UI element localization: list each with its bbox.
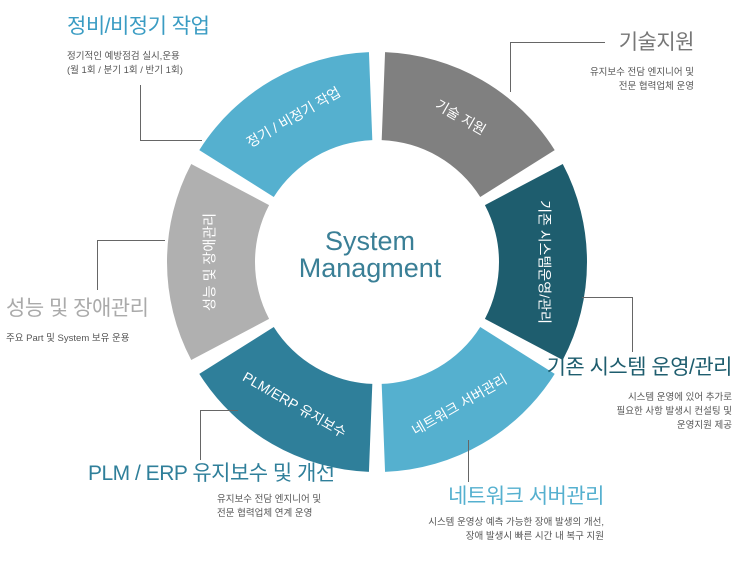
leader-periodic-h: [140, 140, 202, 141]
label-plm-desc: 유지보수 전담 엔지니어 및 전문 협력업체 연계 운영: [217, 493, 335, 521]
leader-tech-v: [510, 42, 511, 92]
leader-plm-v: [200, 410, 201, 460]
segment-network-server: [381, 327, 555, 472]
leader-periodic-v: [140, 85, 141, 140]
label-legacy: 기존 시스템 운영/관리 시스템 운영에 있어 추가로 필요한 사항 발생시 컨…: [546, 355, 733, 433]
label-tech-desc: 유지보수 전담 엔지니어 및 전문 협력업체 운영: [590, 66, 694, 94]
label-perf-desc-line1: 주요 Part 및 System 보유 운용: [6, 333, 130, 344]
label-network: 네트워크 서버관리 시스템 운영상 예측 가능한 장애 발생의 개선, 장애 발…: [428, 484, 604, 544]
segment-tech-support: [381, 52, 555, 197]
leader-legacy-v: [632, 297, 633, 352]
segment-legacy-ops-text: 기존 시스템운영/관리: [536, 200, 552, 324]
label-plm-desc-line1: 유지보수 전담 엔지니어 및: [217, 494, 322, 505]
label-network-title: 네트워크 서버관리: [448, 485, 604, 508]
leader-legacy-h: [582, 297, 632, 298]
leader-tech-h: [510, 42, 605, 43]
segment-legacy-ops: [484, 164, 587, 360]
center-title-line1: System: [325, 226, 415, 256]
label-legacy-desc-line2: 필요한 사항 발생시 컨설팅 및: [616, 406, 732, 417]
label-legacy-desc-line1: 시스템 운영에 있어 추가로: [627, 392, 732, 403]
segment-performance: [166, 164, 270, 360]
label-legacy-desc: 시스템 운영에 있어 추가로 필요한 사항 발생시 컨설팅 및 운영지원 제공: [547, 391, 732, 433]
label-periodic-desc-line2: (월 1회 / 분기 1회 / 반기 1회): [67, 65, 183, 76]
label-network-desc-line1: 시스템 운영상 예측 가능한 장애 발생의 개선,: [428, 517, 604, 528]
label-periodic-title: 정비/비정기 작업: [67, 15, 210, 38]
label-periodic-desc: 정기적인 예방점검 실시,운용 (월 1회 / 분기 1회 / 반기 1회): [67, 50, 209, 78]
label-tech: 기술지원 유지보수 전담 엔지니어 및 전문 협력업체 운영: [590, 30, 695, 94]
label-plm-desc-line2: 전문 협력업체 연계 운영: [217, 508, 313, 519]
label-plm: PLM / ERP 유지보수 및 개선 유지보수 전담 엔지니어 및 전문 협력…: [88, 461, 335, 521]
segment-performance-text: 성능 및 장애관리: [202, 213, 218, 311]
label-tech-desc-line1: 유지보수 전담 엔지니어 및: [589, 67, 694, 78]
label-tech-desc-line2: 전문 협력업체 운영: [618, 81, 694, 92]
label-network-desc: 시스템 운영상 예측 가능한 장애 발생의 개선, 장애 발생시 빠른 시간 내…: [428, 516, 604, 544]
label-legacy-desc-line3: 운영지원 제공: [676, 420, 732, 431]
leader-plm-h: [200, 410, 238, 411]
label-perf-desc: 주요 Part 및 System 보유 운용: [6, 332, 148, 346]
leader-perf-v: [97, 240, 98, 290]
label-plm-title: PLM / ERP 유지보수 및 개선: [88, 462, 335, 485]
label-legacy-title: 기존 시스템 운영/관리: [546, 356, 733, 379]
label-network-desc-line2: 장애 발생시 빠른 시간 내 복구 지원: [465, 531, 604, 542]
label-periodic-desc-line1: 정기적인 예방점검 실시,운용: [67, 51, 180, 62]
label-periodic: 정비/비정기 작업 정기적인 예방점검 실시,운용 (월 1회 / 분기 1회 …: [67, 14, 210, 78]
label-perf-title: 성능 및 장애관리: [6, 297, 149, 320]
segment-plm-erp: [199, 327, 373, 472]
segment-periodic-work: [199, 52, 373, 197]
center-title-line2: Managment: [299, 253, 442, 283]
leader-network-v: [468, 440, 469, 482]
label-tech-title: 기술지원: [618, 31, 695, 54]
leader-perf-h: [97, 240, 165, 241]
label-perf: 성능 및 장애관리 주요 Part 및 System 보유 운용: [6, 296, 149, 346]
